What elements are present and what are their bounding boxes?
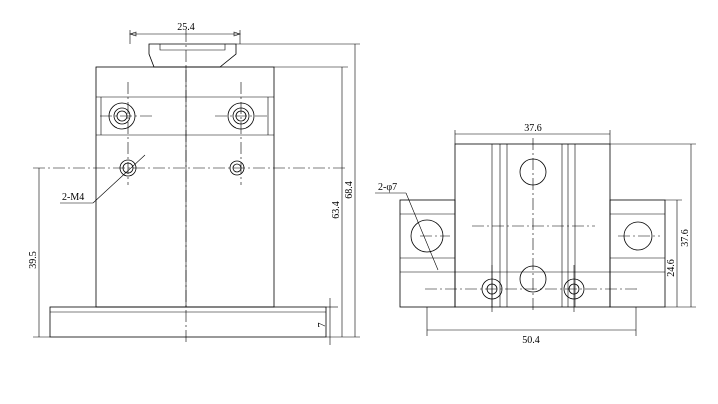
top-terminal — [148, 43, 237, 68]
m4-hole-right — [229, 160, 245, 176]
flange-hole-right — [623, 221, 653, 251]
m4-hole-left — [119, 159, 137, 177]
dim-hole-height: 24.6 — [666, 259, 677, 277]
bottom-hole — [519, 265, 547, 293]
hole-callout: 2-φ7 — [378, 182, 397, 193]
dim-body-width: 37.6 — [524, 123, 542, 134]
side-body — [454, 143, 611, 308]
dim-side-height: 37.6 — [680, 229, 691, 247]
dim-mount-height: 39.5 — [28, 251, 39, 269]
terminal-screw-left — [108, 102, 136, 130]
terminal-screw-right — [227, 102, 255, 130]
top-hole — [519, 158, 547, 186]
flange-left — [399, 199, 456, 308]
flange-hole-left — [410, 219, 444, 253]
base-plate — [49, 306, 327, 338]
flange-right — [609, 199, 666, 308]
dim-overall-height: 68.4 — [344, 181, 355, 199]
front-view: 25.4 68.4 63.4 39.5 7 2-M4 — [28, 22, 360, 345]
thread-callout: 2-M4 — [62, 192, 84, 203]
dim-body-height: 63.4 — [331, 201, 342, 219]
dim-top-width: 25.4 — [177, 22, 195, 33]
slot-left — [481, 265, 503, 312]
side-view: 37.6 50.4 37.6 24.6 2-φ7 — [375, 123, 696, 346]
dim-hole-spacing: 50.4 — [522, 335, 540, 346]
dim-base-thickness: 7 — [317, 323, 328, 328]
slot-right — [563, 265, 585, 312]
